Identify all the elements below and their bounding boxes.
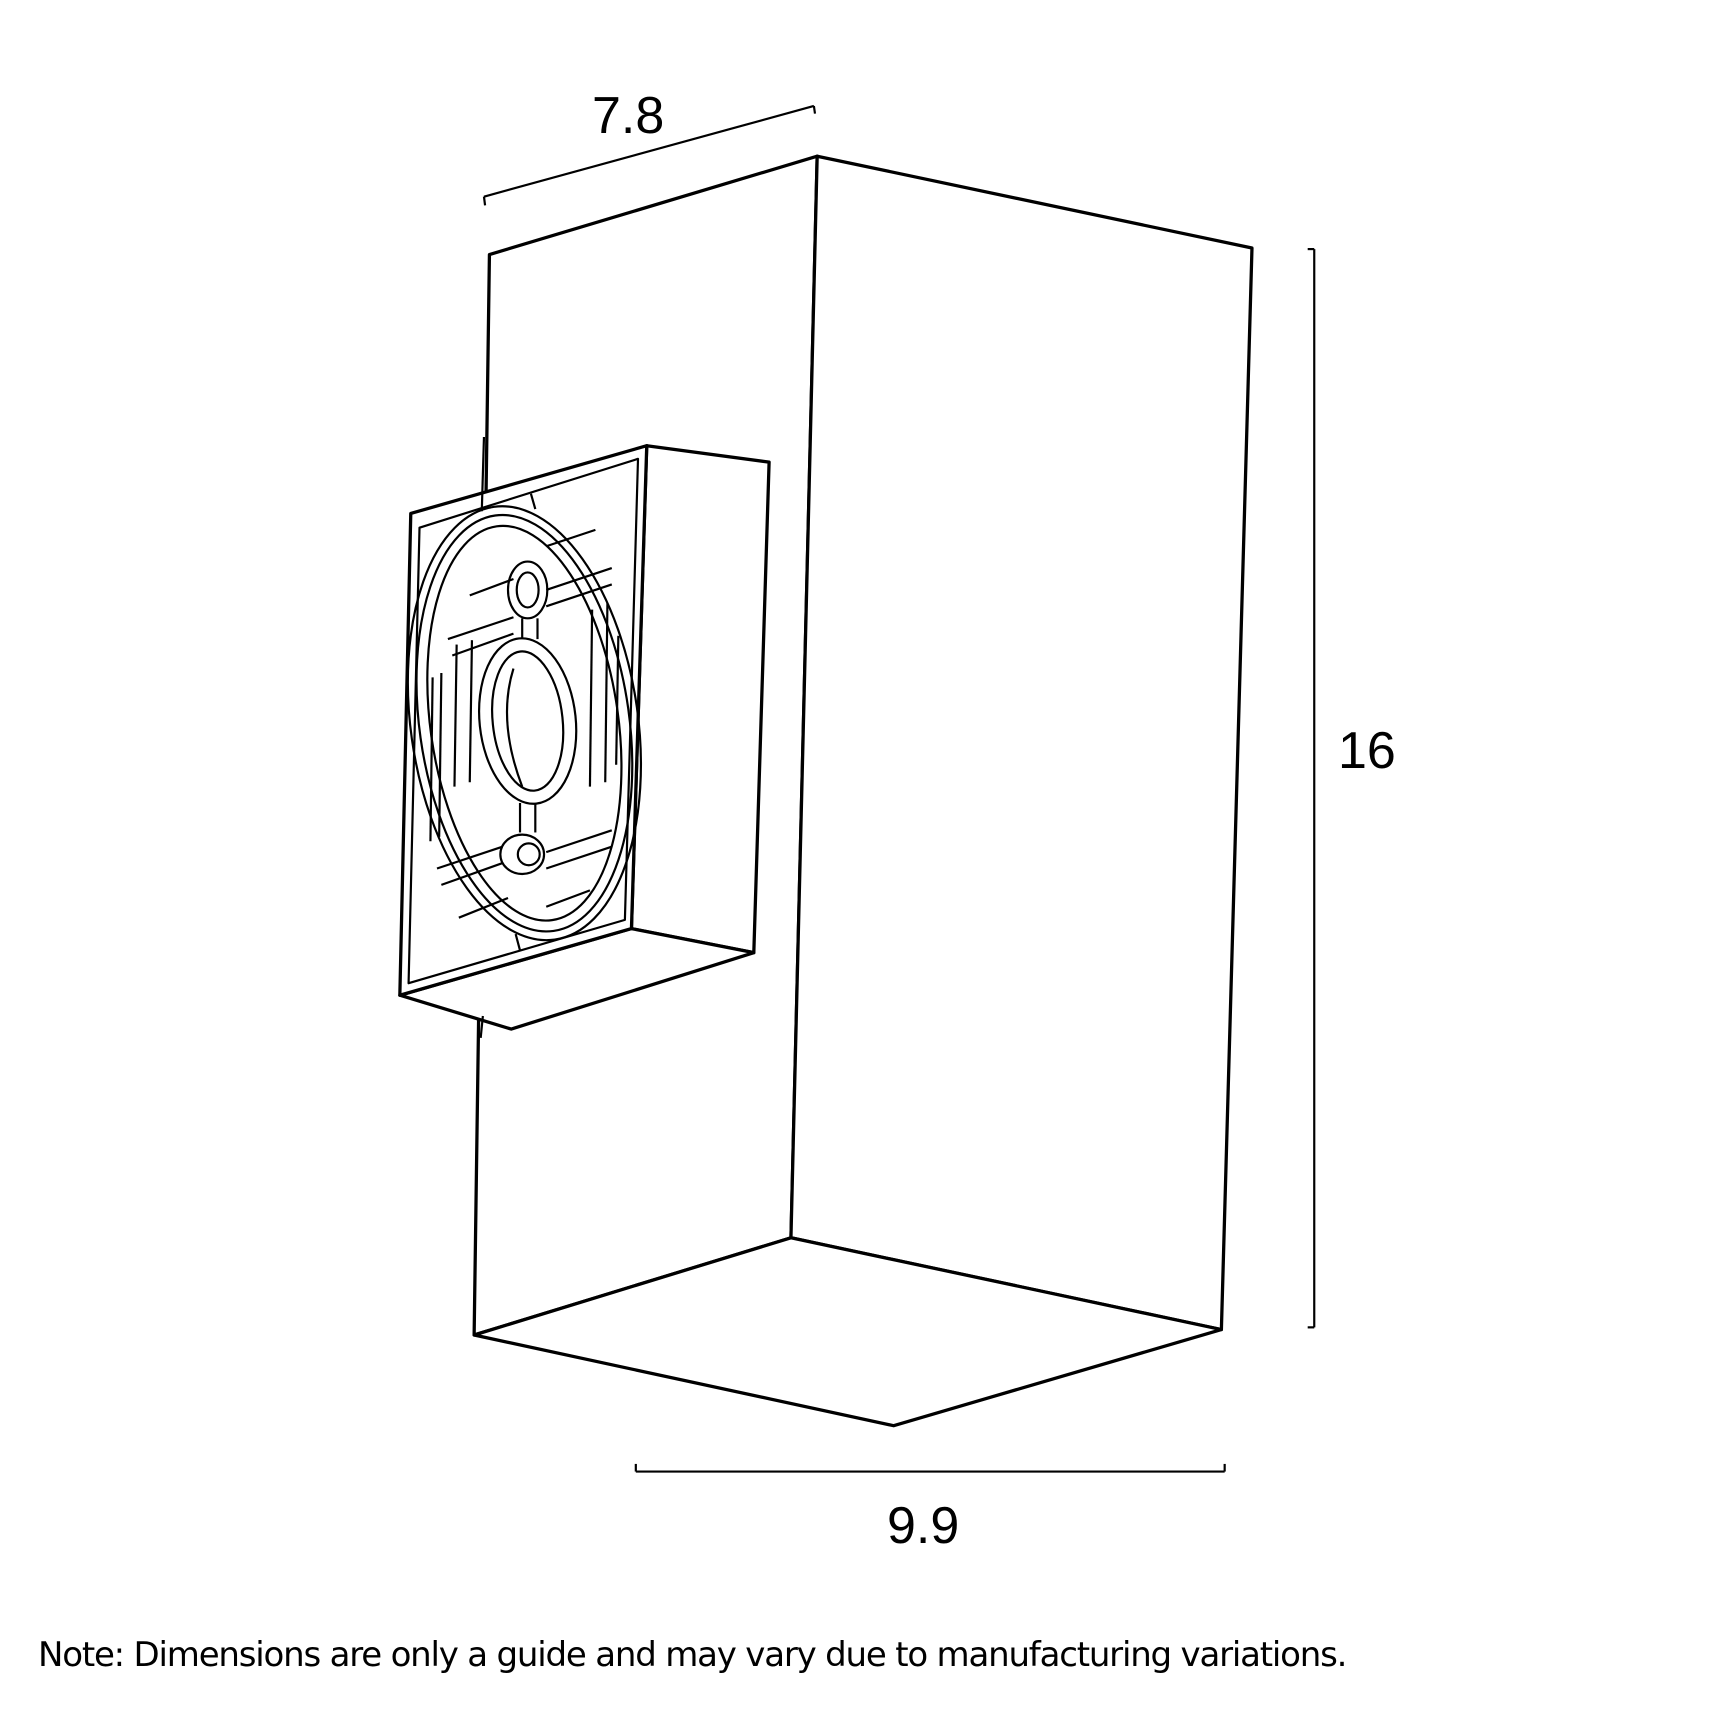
mounting-bracket [398,436,771,1038]
dimension-height [1307,247,1316,1329]
dimension-width [634,1463,1226,1473]
body-bottom-face [472,1236,1224,1428]
mounting-ring-outer [406,505,643,942]
light-body [472,154,1254,1428]
body-front-face [789,154,1254,1332]
bracket-plate [398,444,649,997]
width-dimension-label: 9.9 [887,1497,960,1555]
dimension-depth [482,104,817,206]
disclaimer-note: Note: Dimensions are only a guide and ma… [38,1635,1347,1675]
depth-dimension-label: 7.8 [592,87,665,145]
height-dimension-label: 16 [1338,722,1396,780]
bottom-screw-slot [499,833,546,876]
